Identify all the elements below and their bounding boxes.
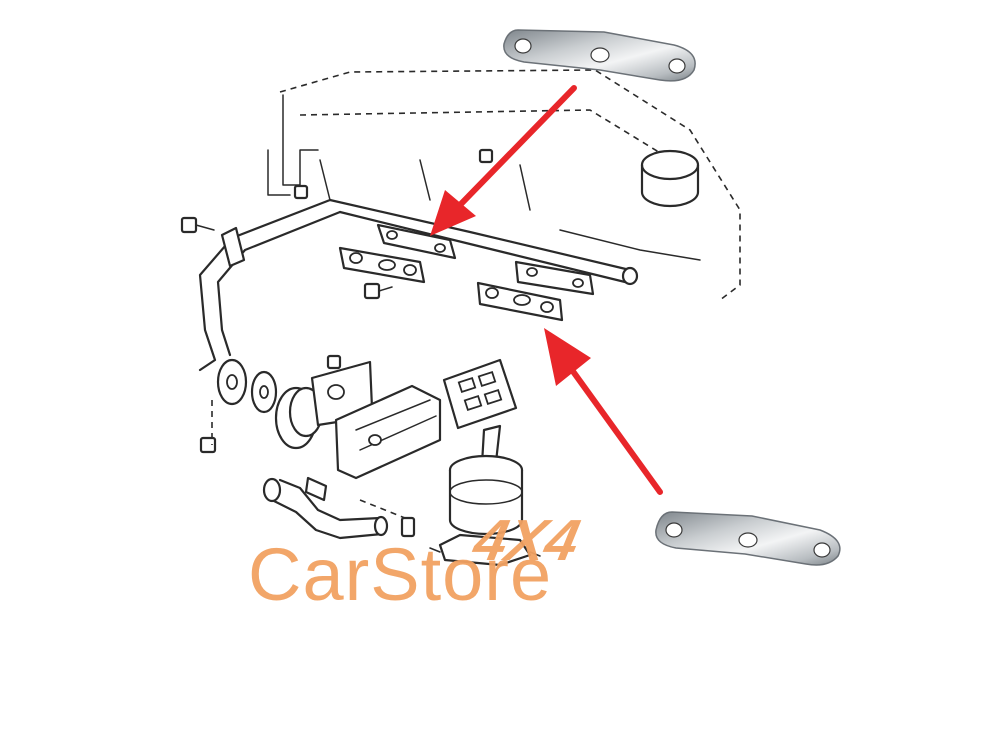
lower-gasket [338,246,426,284]
egr-pipe [198,198,639,372]
logo-suffix-text: 4X4 [467,509,585,573]
bolt-icon [180,216,215,234]
upper-gasket [376,223,457,260]
arrow-top [430,85,577,236]
arrow-bottom [544,328,663,495]
bolt-icon [326,354,342,370]
bolt-icon [478,148,494,164]
canister [429,424,541,567]
egr-blanking-plate-icon [655,511,841,566]
logo-brand-text: CarStore [248,533,552,616]
egr-valve-assembly [211,358,518,521]
hoses [262,476,416,540]
blanking-plate-bottom [655,511,841,566]
bolt-icon [293,184,309,200]
red-arrow-icon [430,85,577,236]
bolts [180,148,494,454]
red-arrow-icon [544,328,663,495]
egr-blanking-plate-icon [503,29,696,82]
engine-head [267,69,741,301]
bolt-icon [199,436,217,454]
right-gasket-lower [476,281,564,322]
right-gasket-upper [514,260,595,296]
bolt-icon [363,282,393,300]
carstore-logo: CarStore 4X4 [248,509,585,616]
blanking-plate-top [503,29,696,82]
